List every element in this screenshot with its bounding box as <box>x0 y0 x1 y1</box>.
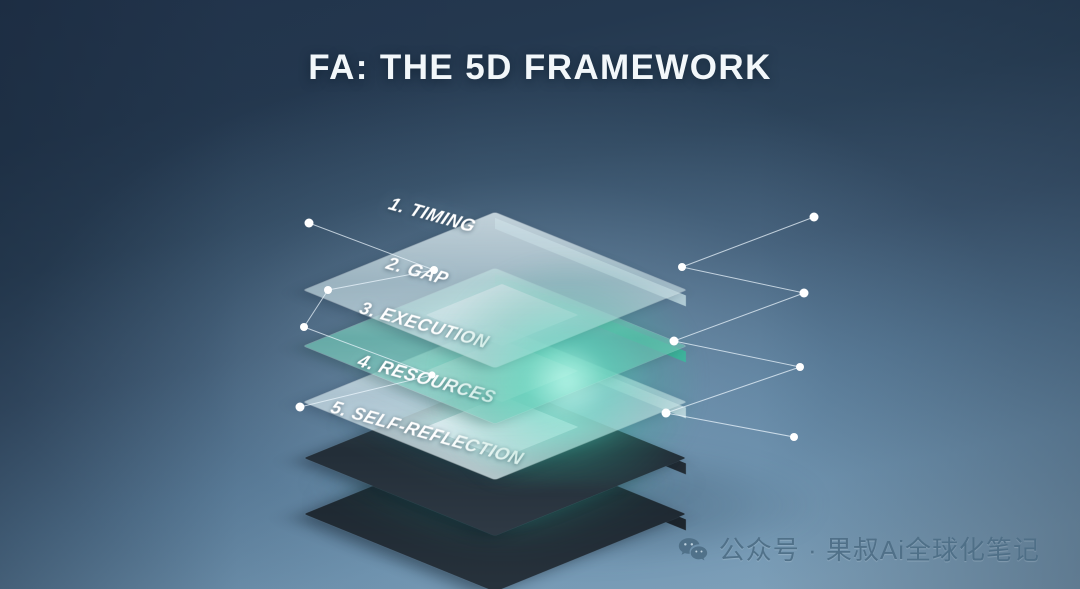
connector-node <box>799 288 809 298</box>
connector-line <box>681 266 805 294</box>
connector-node <box>669 336 679 346</box>
connector-line <box>308 222 435 271</box>
wechat-icon <box>678 537 707 560</box>
connector-line <box>673 340 801 368</box>
watermark-text: 公众号 · 果叔Ai全球化笔记 <box>718 535 1040 565</box>
connector-line <box>665 366 801 414</box>
connector-node <box>300 323 308 331</box>
connector-node <box>790 433 798 441</box>
connector-node <box>295 402 305 412</box>
connector-line <box>327 269 435 291</box>
connector-node <box>796 363 804 371</box>
watermark: 公众号 · 果叔Ai全球化笔记 <box>678 530 1040 567</box>
connector-node <box>678 263 686 271</box>
framework-layer-stack: 1. TIMING 2. GAP 3. EXECUTION 4. RESOURC… <box>282 145 842 589</box>
connector-node <box>304 218 314 228</box>
page-title: FA: THE 5D FRAMEWORK <box>308 48 772 87</box>
connector-line <box>681 216 815 268</box>
connector-line <box>673 292 805 342</box>
connector-line <box>665 412 795 438</box>
connector-node <box>430 266 438 274</box>
connector-node <box>809 212 819 222</box>
